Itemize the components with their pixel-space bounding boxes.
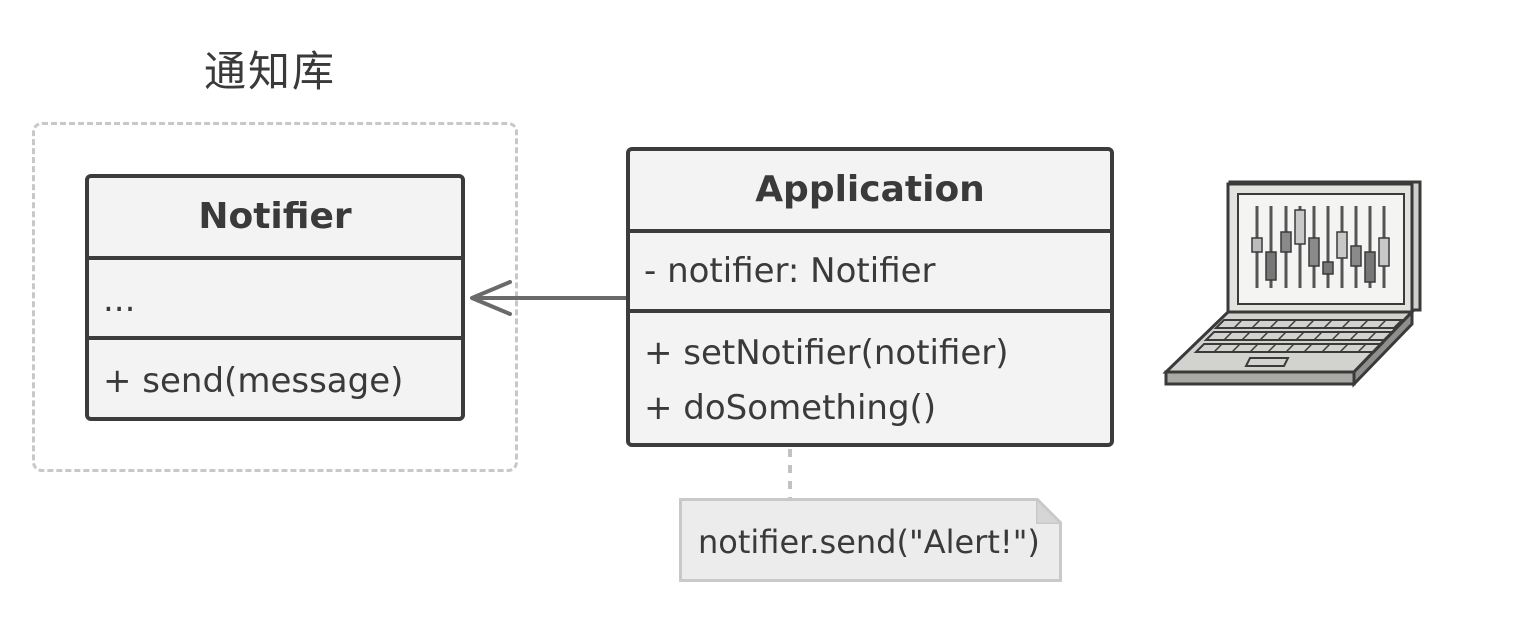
laptop-icon — [1162, 180, 1422, 388]
library-title: 通知库 — [204, 47, 337, 96]
application-separator-1 — [630, 229, 1110, 233]
note-fold-icon — [1036, 498, 1062, 524]
application-field-notifier: - notifier: Notifier — [644, 251, 936, 291]
application-method-dosomething: + doSomething() — [644, 388, 937, 428]
code-note-text: notifier.send("Alert!") — [698, 523, 1040, 561]
notifier-method-send: + send(message) — [103, 361, 404, 401]
application-separator-2 — [630, 309, 1110, 313]
application-class: Application - notifier: Notifier + setNo… — [626, 147, 1114, 447]
application-method-setnotifier: + setNotifier(notifier) — [644, 333, 1009, 373]
application-class-name: Application — [755, 169, 985, 210]
notifier-class-name: Notifier — [198, 196, 352, 237]
notifier-separator-2 — [89, 336, 461, 340]
notifier-separator-1 — [89, 256, 461, 260]
notifier-class: Notifier ... + send(message) — [85, 174, 465, 421]
association-arrow — [470, 280, 626, 316]
code-note: notifier.send("Alert!") — [679, 498, 1062, 582]
notifier-field: ... — [103, 280, 136, 320]
